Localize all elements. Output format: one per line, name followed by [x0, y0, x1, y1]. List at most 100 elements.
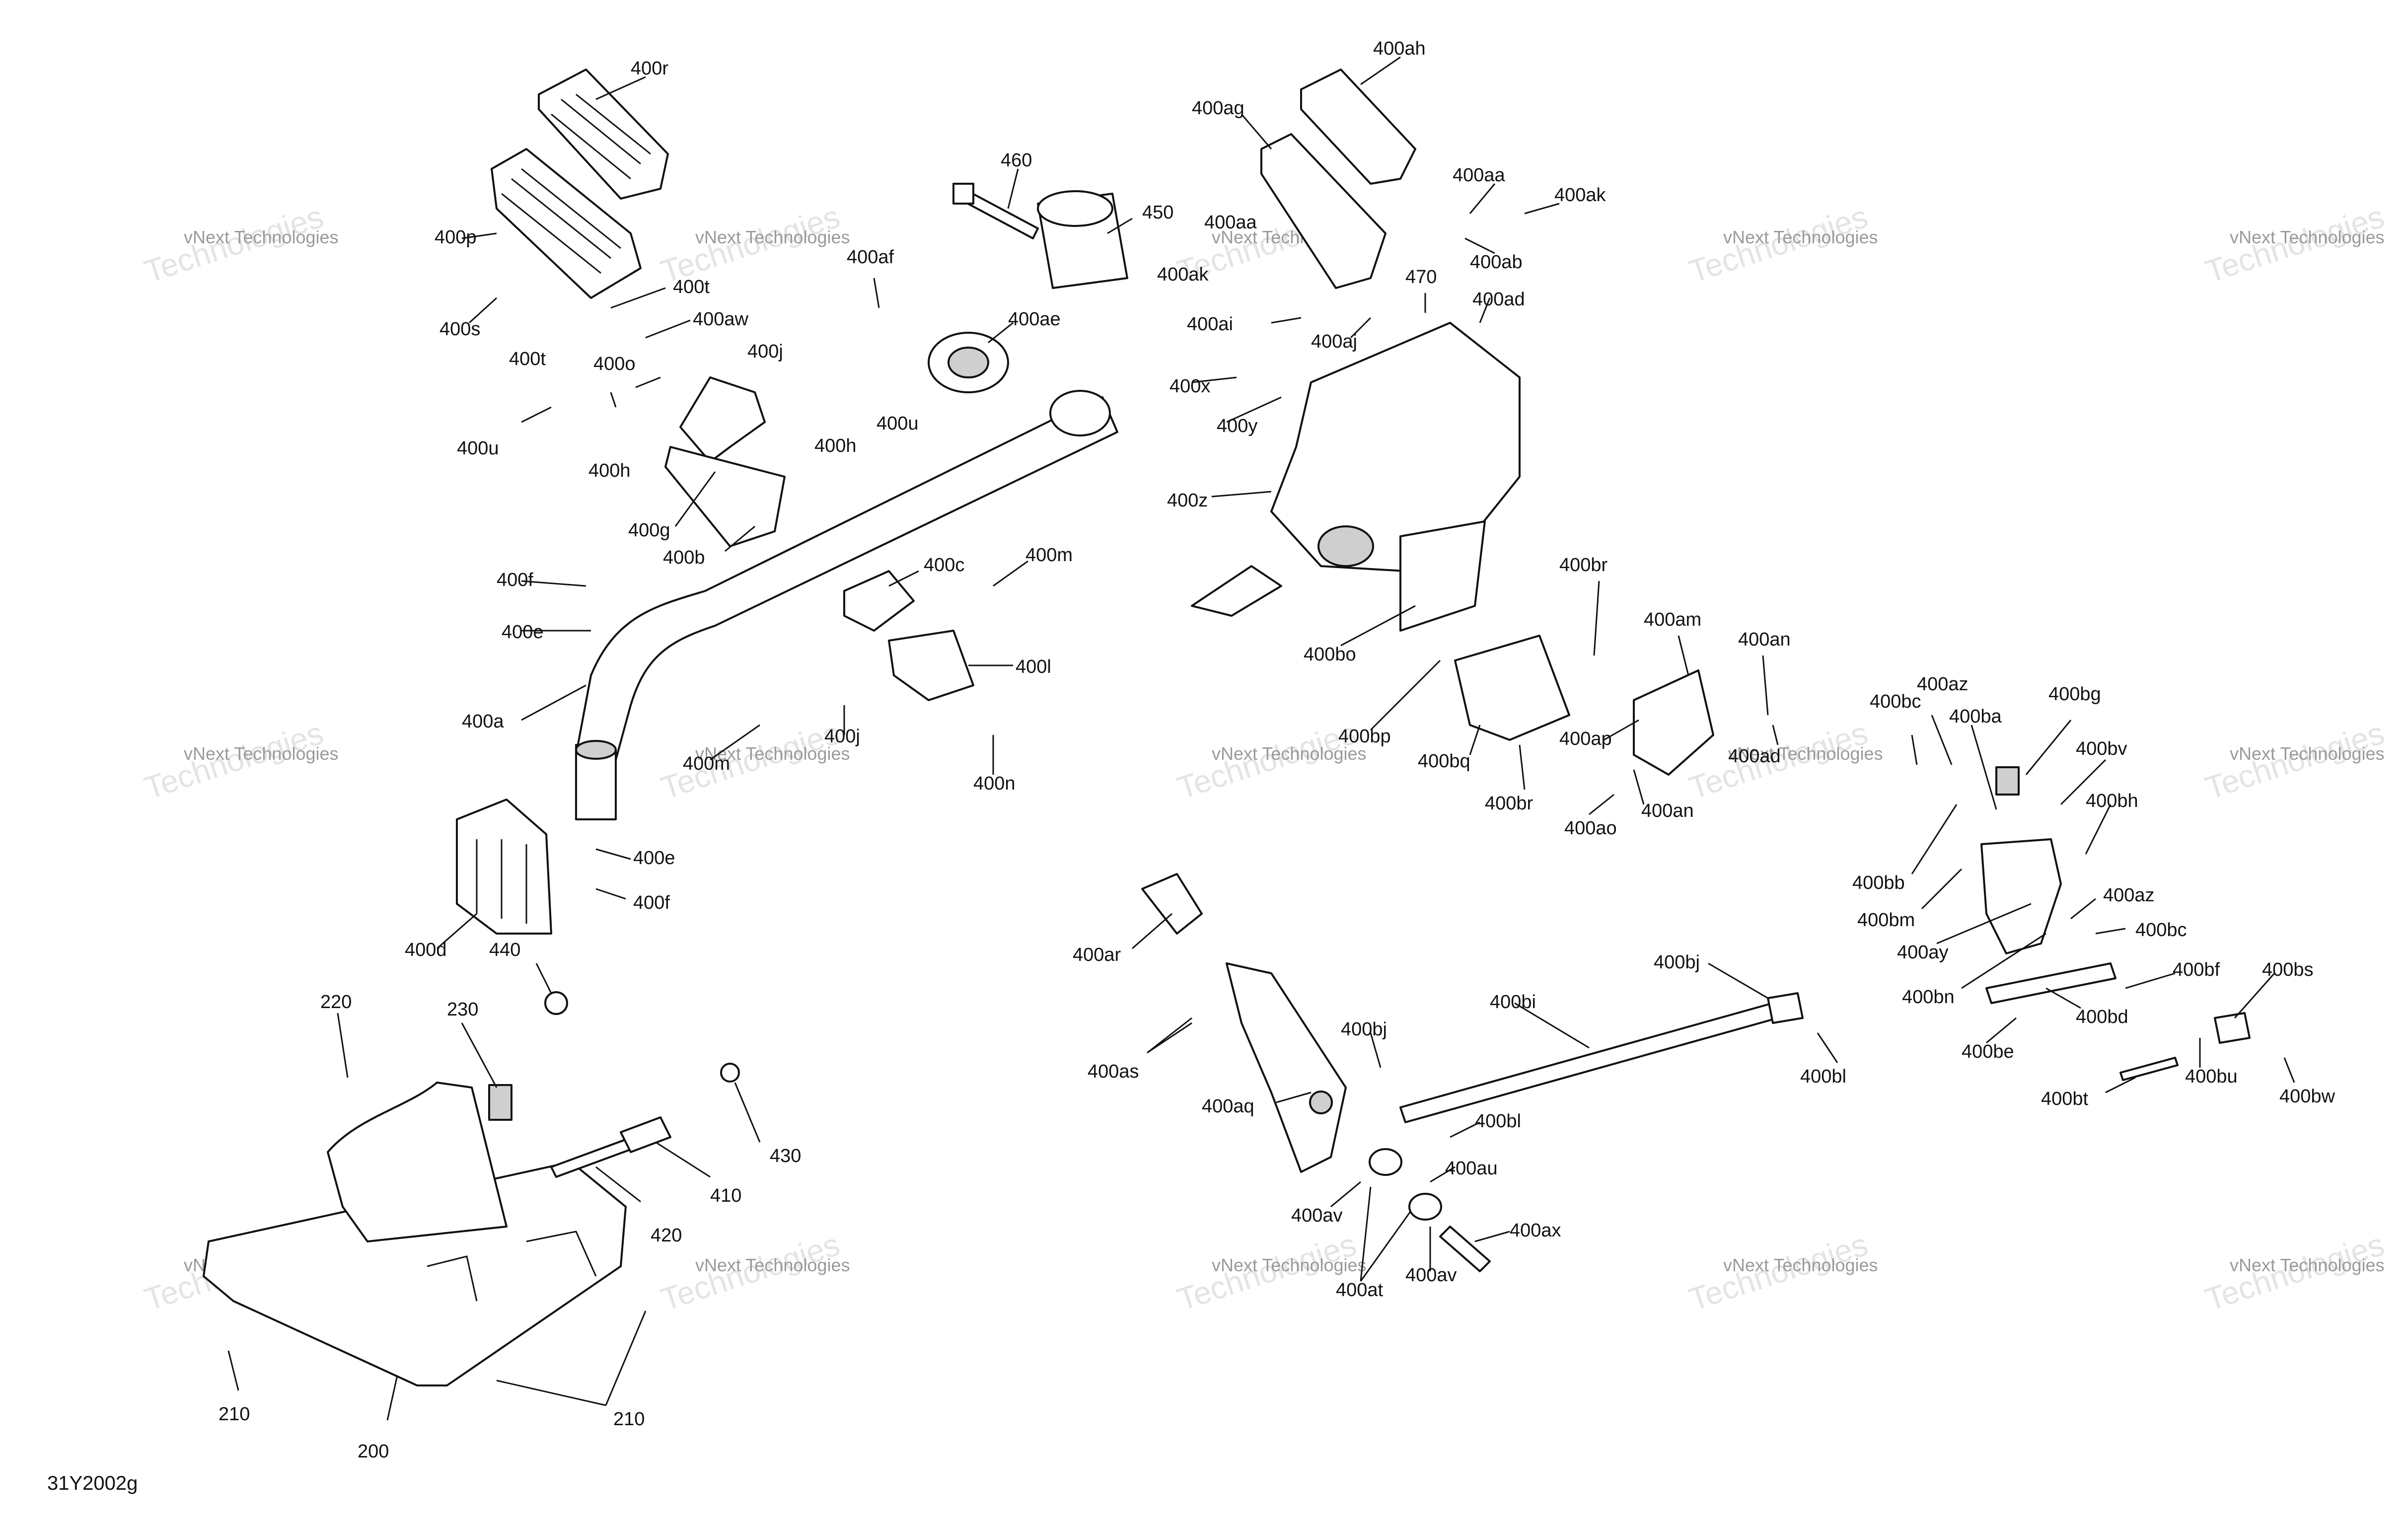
callout-400ap: 400ap — [1559, 728, 1612, 749]
watermark-text: vNext Technologies — [2230, 743, 2385, 764]
part-main-tube-400a — [575, 390, 1118, 820]
watermark: Technologies vNext Technologies — [1173, 715, 1366, 806]
callout-400t: 400t — [509, 349, 546, 369]
callout-400f: 400f — [633, 892, 670, 913]
part-spacer-410 — [620, 1116, 671, 1153]
part-bracket-400ay — [1980, 838, 2062, 954]
callout-400ak: 400ak — [1554, 185, 1606, 206]
watermark: Technologies vNext Technologies — [140, 198, 338, 290]
callout-400bw: 400bw — [2279, 1086, 2335, 1107]
callout-400f: 400f — [497, 570, 533, 590]
callout-400ah: 400ah — [1373, 38, 1426, 59]
part-seat-base-200 — [203, 1082, 627, 1386]
watermark-text: vNext Technologies — [1212, 1255, 1367, 1275]
watermark-text: vNext Technologies — [695, 1255, 850, 1275]
part-bracket-400bo — [1399, 520, 1486, 632]
callout-400aq: 400aq — [1202, 1096, 1254, 1117]
callout-400h: 400h — [588, 460, 631, 481]
callout-400ad: 400ad — [1728, 746, 1781, 767]
part-pivot-bracket-400g — [664, 376, 786, 547]
callout-210: 210 — [219, 1404, 250, 1425]
callout-400bf: 400bf — [2173, 959, 2220, 980]
watermark: Technologies vNext Technologies — [657, 1226, 850, 1317]
part-bolt-400ax — [1439, 1226, 1491, 1272]
callout-400ay: 400ay — [1897, 942, 1949, 963]
callout-400bq: 400bq — [1418, 751, 1470, 772]
callout-400bo: 400bo — [1304, 644, 1356, 665]
callout-400j: 400j — [747, 341, 783, 362]
part-washer-440 — [544, 991, 568, 1015]
callout-400t: 400t — [673, 277, 710, 297]
watermark-text: vNext Technologies — [1723, 227, 1878, 247]
callout-400bs: 400bs — [2262, 959, 2314, 980]
callout-400ag: 400ag — [1192, 98, 1244, 119]
part-nut-430 — [720, 1063, 740, 1083]
part-spacer-450 — [1037, 190, 1128, 289]
watermark-text: vNext Technologies — [184, 743, 339, 764]
part-rod-400bi — [1399, 1002, 1779, 1123]
watermark: Technologies vNext Technologies — [140, 715, 338, 806]
callout-220: 220 — [320, 992, 352, 1013]
watermark-text: vNext Technologies — [1212, 743, 1367, 764]
part-link-400bd — [1985, 962, 2116, 1004]
callout-400ab: 400ab — [1470, 252, 1523, 273]
callout-400d: 400d — [405, 940, 447, 960]
part-bolt-460 — [952, 183, 1039, 239]
part-footrest-pad-400r — [538, 69, 669, 200]
callout-400ae: 400ae — [1008, 309, 1061, 330]
watermark: Technologies vNext Technologies — [2201, 1226, 2389, 1317]
part-clamp-400l — [888, 630, 974, 701]
callout-400bt: 400bt — [2041, 1089, 2089, 1109]
part-bracket-400am — [1633, 669, 1714, 776]
callout-400bp: 400bp — [1338, 726, 1391, 747]
callout-labels: 400r 400p 400s 400t 400t 400aw 400o 400j… — [219, 38, 2335, 1462]
callout-400ai: 400ai — [1187, 314, 1233, 335]
callout-430: 430 — [770, 1146, 801, 1166]
diagram-code: 31Y2002g — [47, 1472, 138, 1494]
callout-400bl: 400bl — [1800, 1066, 1846, 1087]
callout-400br: 400br — [1485, 793, 1533, 814]
part-rod-end-400bj — [1767, 992, 1804, 1024]
part-footrest-400ag — [1260, 133, 1386, 289]
callout-400bj: 400bj — [1654, 952, 1700, 973]
callout-400c: 400c — [924, 555, 964, 576]
callout-400ak: 400ak — [1157, 264, 1209, 285]
callout-400b: 400b — [663, 547, 705, 568]
callout-400u: 400u — [876, 413, 919, 434]
callout-400av: 400av — [1405, 1265, 1457, 1286]
callout-400p: 400p — [435, 227, 477, 248]
watermark-text: vNext Technologies — [2230, 1255, 2385, 1275]
watermark: Technologies vNext Technologies — [2201, 198, 2389, 290]
callout-400ax: 400ax — [1510, 1220, 1561, 1241]
watermark: Technologies vNext Technologies — [1684, 1226, 1878, 1317]
callout-400bn: 400bn — [1902, 987, 1955, 1008]
callout-200: 200 — [358, 1441, 389, 1462]
callout-400aa: 400aa — [1453, 165, 1506, 186]
callout-400m: 400m — [1025, 545, 1073, 566]
part-bushing-400ae — [928, 332, 1009, 393]
leader-lines — [227, 56, 2295, 1421]
watermark: Technologies vNext Technologies — [2201, 715, 2389, 806]
callout-400bc: 400bc — [1870, 691, 1921, 712]
callout-400l: 400l — [1016, 656, 1051, 677]
callout-400n: 400n — [973, 773, 1016, 794]
watermark-text: vNext Technologies — [695, 227, 850, 247]
callout-400au: 400au — [1445, 1158, 1498, 1179]
watermark-text: vNext Technologies — [1723, 1255, 1878, 1275]
callout-400x: 400x — [1169, 376, 1210, 397]
callout-400as: 400as — [1088, 1061, 1139, 1082]
callout-400o: 400o — [593, 354, 636, 374]
callout-400av: 400av — [1291, 1205, 1343, 1226]
callout-400bh: 400bh — [2086, 791, 2138, 811]
callout-400j: 400j — [824, 726, 860, 747]
callout-400bm: 400bm — [1857, 910, 1915, 931]
callout-400u: 400u — [457, 438, 499, 459]
part-footrest-pad-400ah — [1300, 69, 1416, 185]
callout-400g: 400g — [628, 520, 670, 541]
watermark-text: vNext Technologies — [695, 743, 850, 764]
callout-400a: 400a — [462, 711, 504, 732]
callout-410: 410 — [710, 1185, 741, 1206]
part-clip-230 — [488, 1084, 512, 1121]
callout-400bv: 400bv — [2076, 738, 2127, 759]
